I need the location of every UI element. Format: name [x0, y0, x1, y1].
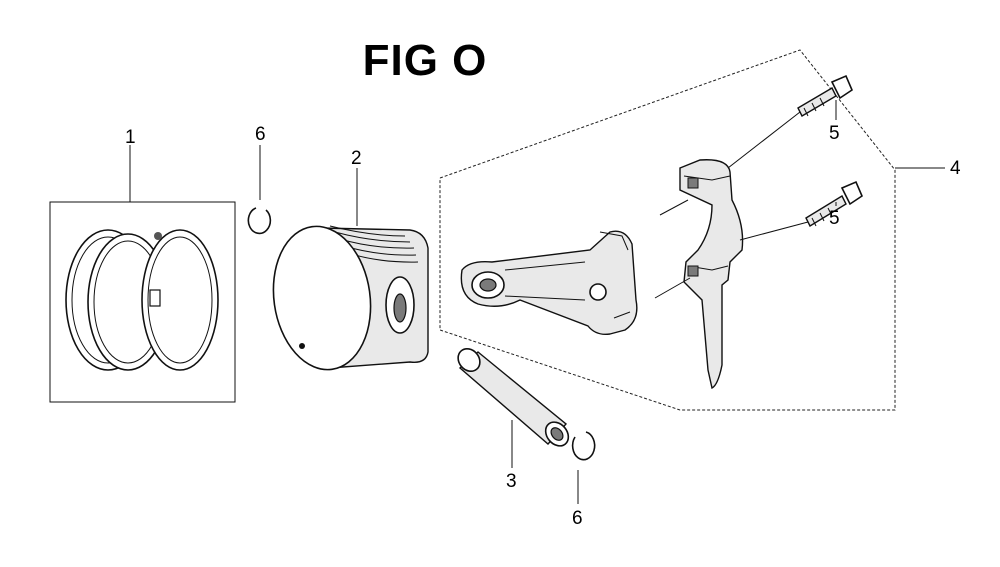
piston-crown [272, 225, 372, 371]
ring-c [141, 229, 219, 371]
callout-5-upper: 5 [829, 123, 840, 144]
callout-2: 2 [351, 148, 362, 169]
connecting-rod [460, 230, 638, 336]
piston-pin-clip-lower [571, 431, 596, 504]
connecting-rod-assembly [439, 49, 945, 411]
ring-set-frame [49, 201, 236, 403]
piston-pin-clip-upper [247, 145, 272, 235]
piston-ring-set [49, 145, 236, 403]
connecting-rod-bolt-upper [727, 74, 853, 169]
callout-6-lower: 6 [572, 508, 583, 529]
callout-4: 4 [950, 158, 961, 179]
assembly-outline [439, 49, 896, 411]
connecting-rod-bolt-lower [739, 180, 863, 241]
callout-labels: 1 2 3 4 5 5 6 6 [125, 123, 961, 529]
callout-1: 1 [125, 127, 136, 148]
callout-6-upper: 6 [255, 124, 266, 145]
ring-gap [149, 289, 161, 307]
piston-pin [457, 347, 570, 468]
rod-cap [679, 159, 744, 390]
piston [272, 168, 429, 371]
callout-5-lower: 5 [829, 208, 840, 229]
callout-3: 3 [506, 471, 517, 492]
figure-title: FIG O [362, 36, 488, 85]
